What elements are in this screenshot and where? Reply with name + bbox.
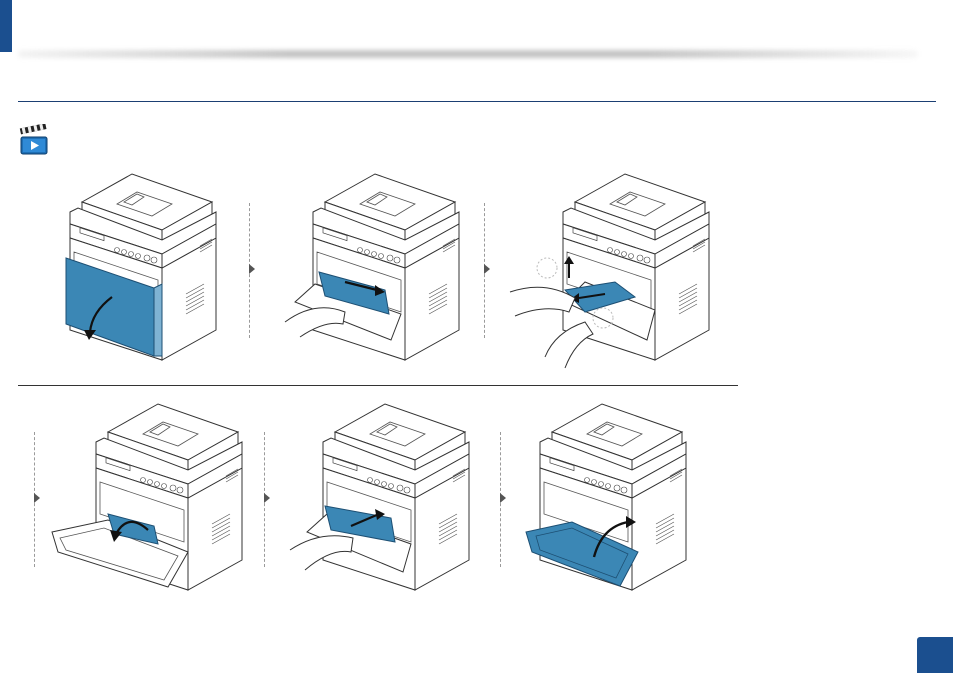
header-divider (18, 50, 918, 58)
next-step-arrow (264, 493, 270, 503)
page-number-badge (917, 637, 953, 673)
step-6-illustration (522, 402, 727, 594)
step-4-illustration (48, 402, 253, 594)
next-step-arrow (484, 264, 490, 274)
section-divider (18, 101, 936, 102)
row-divider (18, 385, 738, 386)
step-5-illustration (285, 402, 490, 594)
video-clapperboard-icon[interactable] (19, 124, 49, 156)
chapter-tab (0, 0, 12, 52)
step-1-illustration (62, 172, 227, 367)
next-step-arrow (249, 264, 255, 274)
step-2-illustration (275, 172, 475, 367)
step-3-illustration (505, 172, 730, 372)
next-step-arrow (500, 493, 506, 503)
next-step-arrow (34, 493, 40, 503)
